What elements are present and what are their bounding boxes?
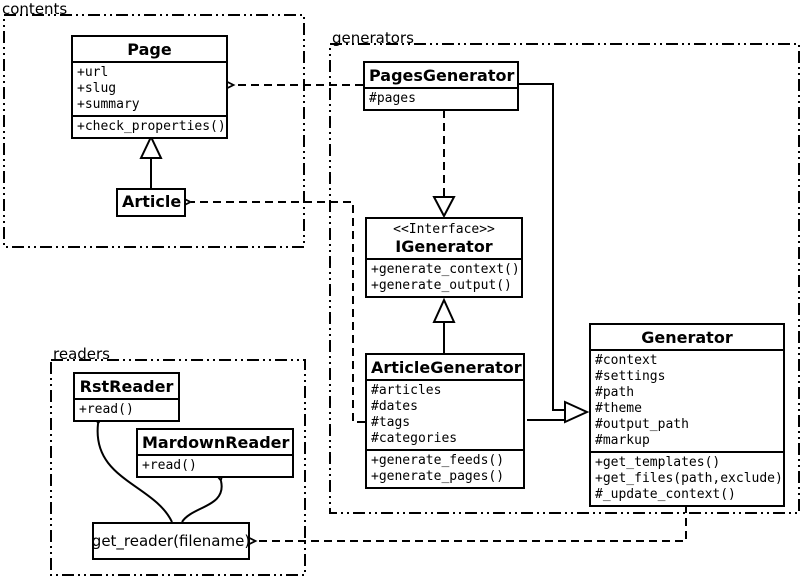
package-generators-border — [329, 43, 800, 514]
member: +slug — [77, 81, 117, 96]
inheritance-line-pagesgenerator-to-generator — [519, 83, 565, 411]
class-generator-attributes: #context#settings#path#theme#output_path… — [591, 349, 783, 451]
class-mardownreader-title: MardownReader — [142, 433, 290, 452]
package-readers-border — [50, 359, 306, 576]
package-label-contents: contents — [2, 0, 68, 18]
member: #theme — [595, 401, 642, 416]
member: #categories — [371, 431, 458, 446]
call-arrow-getreader-to-rstreader — [98, 424, 173, 523]
member: +get_files(path,exclude) — [595, 471, 783, 486]
realization-triangle-pagesgenerator-to-igenerator — [432, 196, 456, 219]
member: #path — [595, 385, 635, 400]
package-contents-border — [3, 14, 305, 248]
interface-igenerator: <<Interface>> IGenerator +generate_conte… — [365, 217, 523, 298]
class-articlegenerator: ArticleGenerator #articles#dates#tags#ca… — [365, 353, 525, 489]
package-label-readers: readers — [53, 345, 110, 363]
class-pagesgenerator: PagesGenerator #pages — [363, 61, 519, 111]
member: #settings — [595, 369, 666, 384]
member: +read() — [79, 402, 134, 417]
member: #articles — [371, 383, 442, 398]
class-generator-title: Generator — [641, 328, 733, 347]
class-mardownreader-methods: +read() — [138, 454, 292, 476]
interface-igenerator-title: IGenerator — [395, 237, 493, 256]
class-mardownreader: MardownReader +read() — [136, 428, 294, 478]
class-article-title: Article — [122, 192, 182, 211]
class-rstreader-title: RstReader — [79, 377, 174, 396]
class-articlegenerator-methods: +generate_feeds()+generate_pages() — [367, 449, 523, 487]
function-box-get-reader: get_reader(filename) — [92, 522, 250, 560]
inheritance-triangle-article-to-page — [139, 134, 163, 159]
class-pagesgenerator-attributes: #pages — [365, 87, 517, 109]
member: +summary — [77, 97, 140, 112]
member: #output_path — [595, 417, 689, 432]
member: +url — [77, 65, 109, 80]
inheritance-triangle-articlegenerator-to-igenerator — [432, 297, 456, 323]
class-pagesgenerator-title: PagesGenerator — [369, 66, 515, 85]
class-page: Page +url+slug+summary +check_properties… — [71, 35, 228, 139]
member: #_update_context() — [595, 487, 736, 502]
package-label-generators: generators — [332, 29, 414, 47]
function-box-get-reader-label: get_reader(filename) — [91, 532, 251, 550]
member: #pages — [369, 91, 416, 106]
class-generator: Generator #context#settings#path#theme#o… — [589, 323, 785, 507]
class-article: Article — [116, 188, 186, 217]
member: #markup — [595, 433, 650, 448]
class-page-methods: +check_properties() — [73, 115, 226, 137]
member: +get_templates() — [595, 455, 721, 470]
call-arrow-getreader-to-mardownreader — [181, 481, 222, 523]
member: #tags — [371, 415, 411, 430]
interface-igenerator-stereotype: <<Interface>> — [393, 222, 495, 237]
member: #context — [595, 353, 658, 368]
member: +read() — [142, 458, 197, 473]
class-articlegenerator-attributes: #articles#dates#tags#categories — [367, 379, 523, 449]
member: +generate_feeds() — [371, 453, 505, 468]
class-generator-methods: +get_templates()+get_files(path,exclude)… — [591, 451, 783, 505]
class-rstreader: RstReader +read() — [73, 372, 180, 422]
inheritance-triangle-to-generator — [564, 400, 590, 424]
class-page-attributes: +url+slug+summary — [73, 61, 226, 115]
interface-igenerator-methods: +generate_context()+generate_output() — [367, 258, 521, 296]
class-articlegenerator-title: ArticleGenerator — [371, 358, 522, 377]
member: +generate_pages() — [371, 469, 505, 484]
class-rstreader-methods: +read() — [75, 398, 178, 420]
member: #dates — [371, 399, 418, 414]
member: +check_properties() — [77, 119, 226, 134]
dependency-arrow-articlegenerator-to-article — [191, 202, 365, 423]
dependency-arrow-generator-to-getreader — [256, 505, 687, 541]
member: +generate_context() — [371, 262, 520, 277]
class-page-title: Page — [127, 40, 172, 59]
member: +generate_output() — [371, 278, 512, 293]
